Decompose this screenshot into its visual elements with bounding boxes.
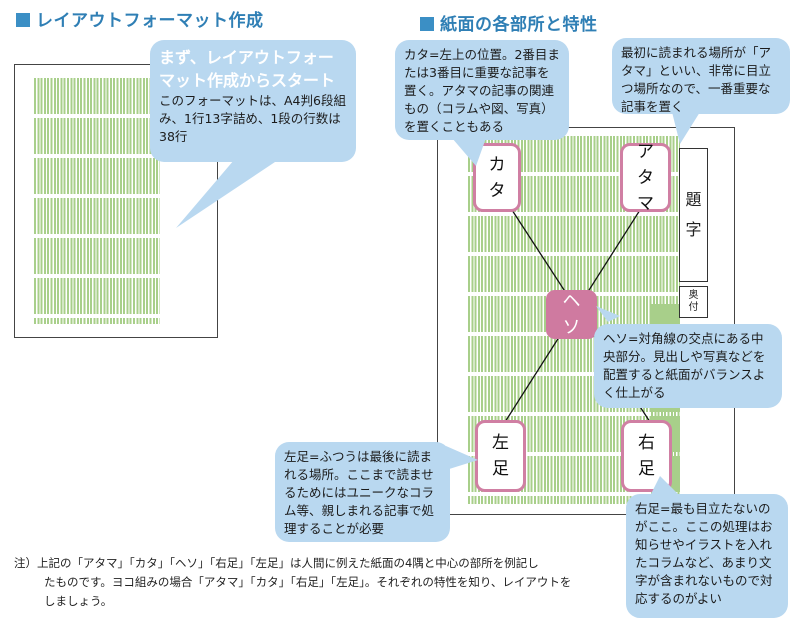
kata-char: カ	[488, 154, 506, 175]
format-bubble-tail	[176, 160, 278, 228]
left-heading: レイアウトフォーマット作成	[16, 6, 264, 31]
format-bubble: まず、レイアウトフォー マット作成からスタート このフォーマットは、A4判6段組…	[150, 40, 356, 162]
heso-bubble: ヘソ=対角線の交点にある中央部分。見出しや写真などを配置すると紙面がバランスよく…	[594, 324, 782, 408]
footnote-line: たものです。ヨコ組みの場合「アタマ」「カタ」「右足」「左足」。それぞれの特性を知…	[44, 575, 572, 589]
footnote-line: しましょう。	[44, 594, 113, 608]
kata-bubble: カタ=左上の位置。2番目または3番目に重要な記事を置く。アタマの記事の関連もの（…	[395, 40, 569, 140]
heso-box: ヘ ソ	[546, 290, 597, 339]
format-bubble-title: まず、レイアウトフォー	[159, 48, 334, 67]
right-heading-text: 紙面の各部所と特性	[440, 15, 598, 35]
square-bullet-icon	[420, 17, 434, 31]
heso-bubble-tail	[596, 306, 620, 322]
atama-bubble: 最初に読まれる場所が「アタマ」といい、非常に目立つ場所なので、一番重要な記事を置…	[612, 38, 790, 114]
title-char: 字	[685, 220, 702, 239]
hidariashi-char: 足	[492, 459, 509, 479]
hidariashi-box: 左 足	[475, 420, 526, 492]
atama-box: ア タ マ	[620, 142, 671, 214]
kata-box: カ タ	[473, 143, 521, 212]
hidariashi-bubble-tail	[446, 446, 478, 470]
heso-char: ヘ	[562, 290, 581, 312]
hidariashi-char: 左	[492, 433, 509, 453]
migiashi-char: 右	[638, 433, 655, 453]
migiashi-char: 足	[638, 459, 655, 479]
left-heading-text: レイアウトフォーマット作成	[36, 11, 264, 31]
atama-char: マ	[637, 193, 654, 214]
title-block: 題 字	[679, 148, 708, 282]
right-heading: 紙面の各部所と特性	[420, 10, 598, 35]
colophon-char: 付	[688, 302, 699, 313]
title-char: 題	[685, 190, 702, 209]
atama-char: ア	[637, 141, 654, 162]
square-bullet-icon	[16, 13, 30, 27]
migiashi-bubble: 右足=最も目立たないのがここ。ここの処理はお知らせやイラストを入れたコラムなど、…	[626, 494, 788, 618]
migiashi-bubble-tail	[650, 476, 680, 496]
format-bubble-body: このフォーマットは、A4判6段組み、1行13字詰め、1段の行数は38行	[159, 93, 346, 144]
hidariashi-bubble: 左足=ふつうは最後に読まれる場所。ここまで読ませるためにはユニークなコラム等、親…	[275, 442, 450, 542]
format-bubble-title: マット作成からスタート	[159, 71, 336, 90]
footnote: 注）上記の「アタマ」「カタ」「ヘソ」「右足」「左足」は人間に例えた紙面の4隅と中…	[14, 554, 624, 611]
atama-char: タ	[637, 167, 654, 188]
colophon-block: 奥 付	[679, 286, 708, 318]
kata-char: タ	[488, 180, 506, 201]
footnote-line: 注）上記の「アタマ」「カタ」「ヘソ」「右足」「左足」は人間に例えた紙面の4隅と中…	[14, 556, 539, 570]
colophon-char: 奥	[688, 290, 699, 301]
atama-bubble-tail	[672, 112, 700, 144]
heso-char: ソ	[562, 316, 581, 338]
format-text-grid	[34, 78, 160, 324]
kata-bubble-tail	[452, 138, 486, 166]
